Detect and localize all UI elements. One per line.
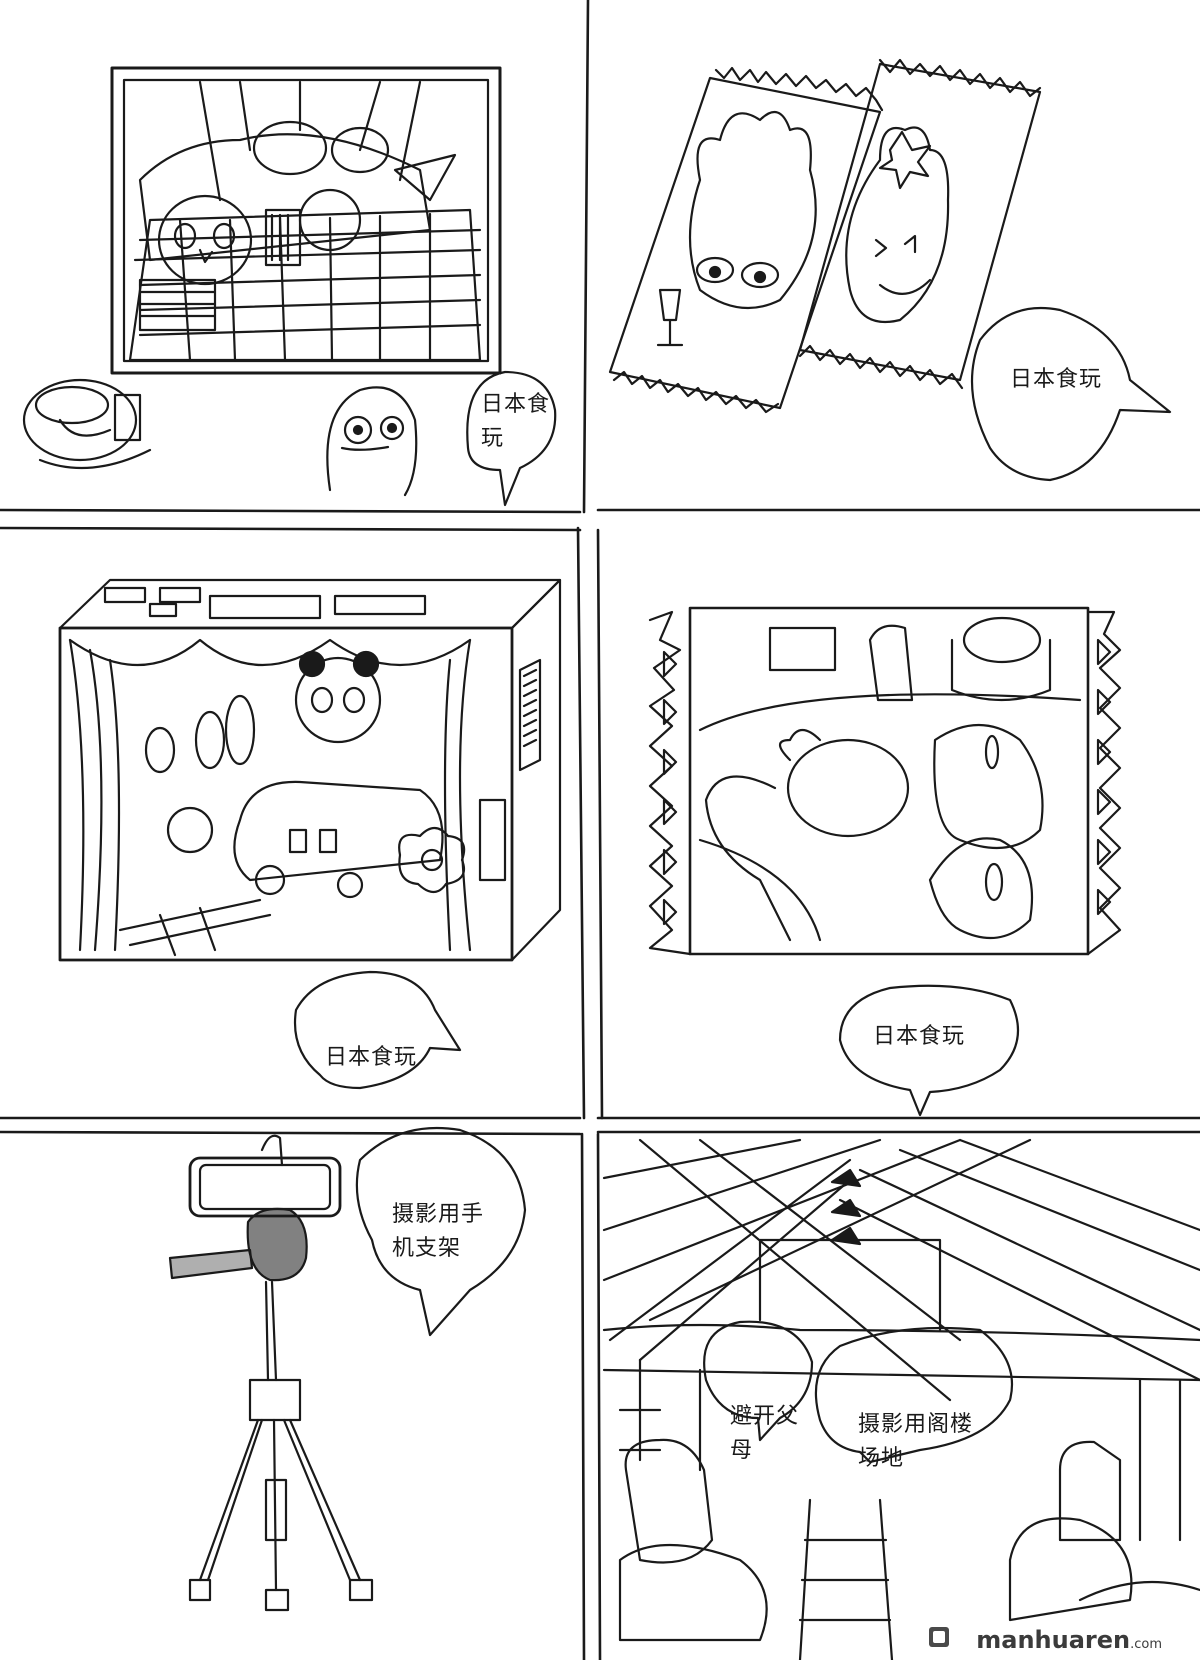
panel-6-speech-bubble-left [703,1320,814,1442]
panel-6-speech-bubble-right [814,1326,1014,1464]
panel-3-bubble-text: 日本食玩 [325,1045,418,1070]
panel-6-art-attic [602,1138,1200,1660]
panel-3-speech-bubble [294,970,462,1090]
panel-6-bubble-left-text: 避开父 母 [730,1404,800,1464]
panel-4-speech-bubble [838,984,1020,1117]
panel-3-art-theater [58,578,562,962]
watermark-logo-icon [929,1627,949,1647]
panel-1-bubble-text: 日本食 玩 [481,392,551,452]
panel-2-speech-bubble [970,306,1172,482]
watermark-brand: manhuaren [976,1626,1131,1654]
watermark: manhuaren.com [976,1626,1162,1654]
panel-4-art-package [648,606,1122,956]
panel-5-art-tripod [168,1134,374,1612]
panel-5-bubble-text: 摄影用手 机支架 [392,1202,485,1262]
panel-2-art-packets [608,58,1042,414]
panel-4-bubble-text: 日本食玩 [873,1024,966,1049]
watermark-suffix: .com [1130,1637,1162,1652]
panel-1-speech-bubble [466,370,557,507]
panel-6-bubble-right-text: 摄影用阁楼 场地 [858,1412,974,1472]
panel-5-speech-bubble [355,1126,527,1337]
panel-2-bubble-text: 日本食玩 [1010,367,1103,392]
panel-1-art-bento [22,66,502,497]
